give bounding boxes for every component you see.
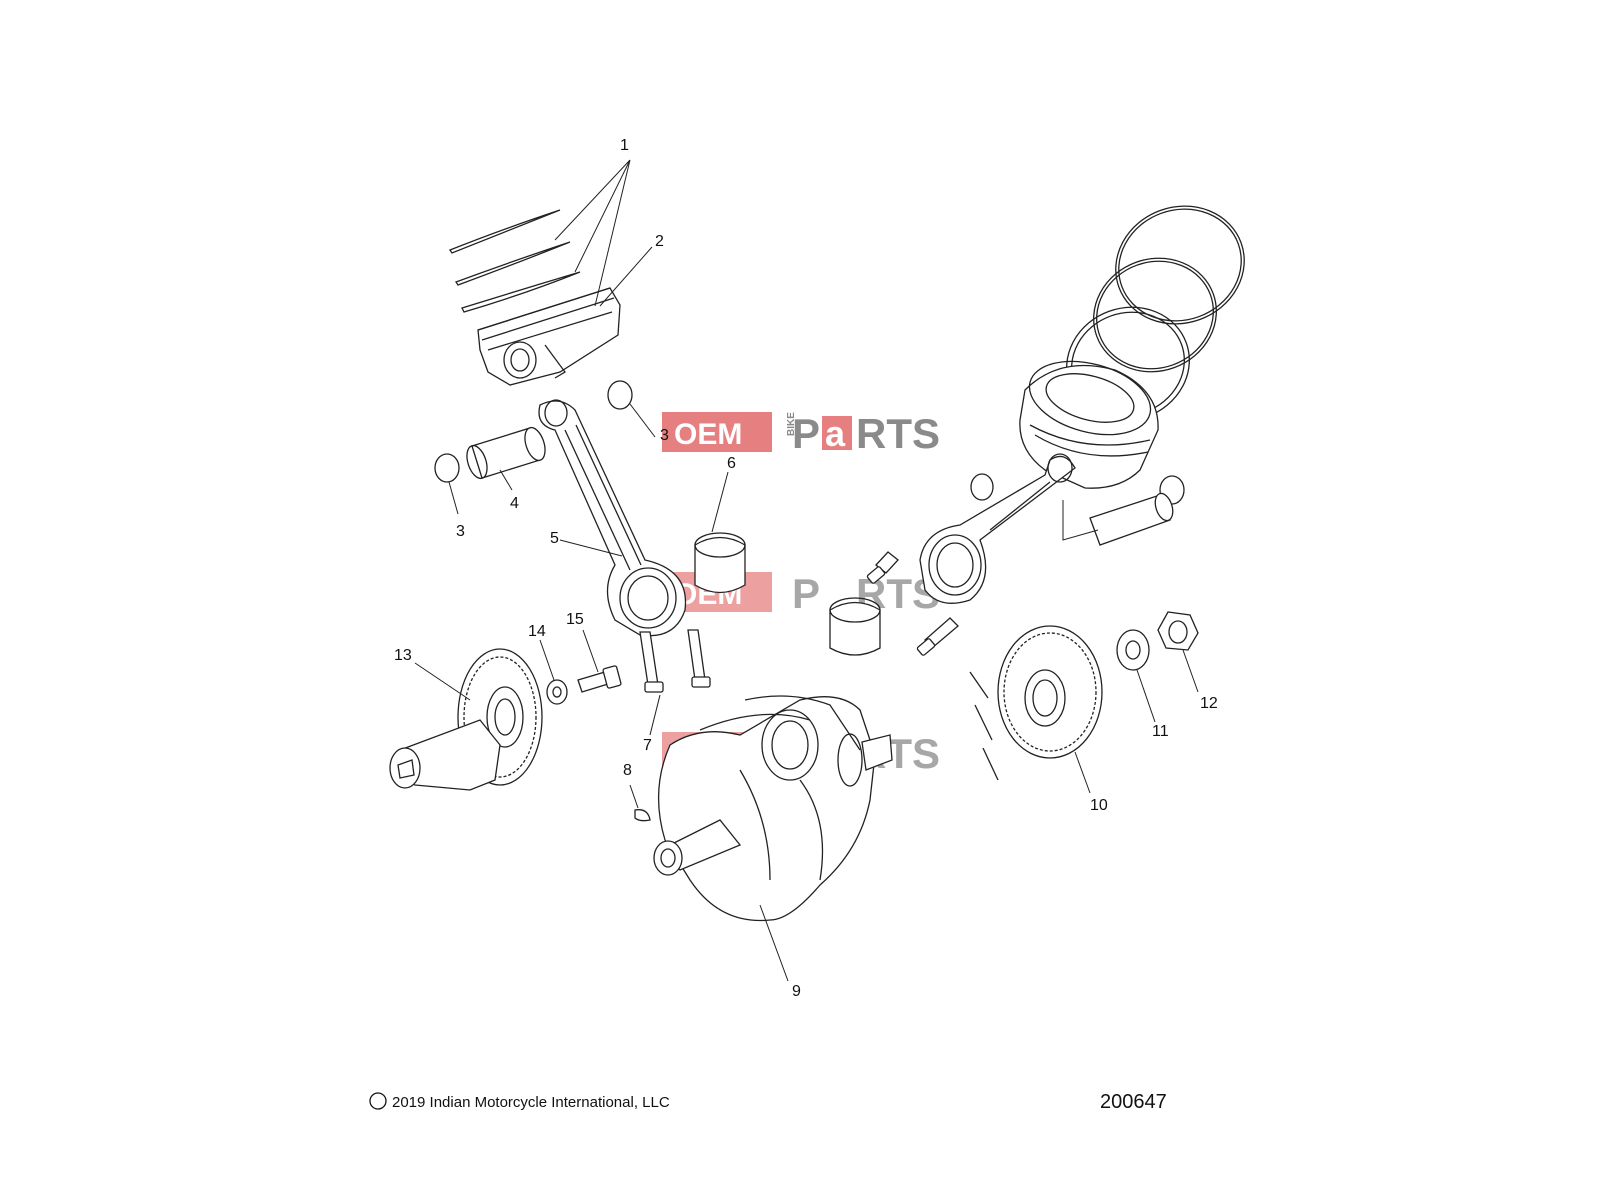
callout-6: 6 [727,455,736,472]
rod-bolt-right-b [916,617,959,656]
wrist-pin-left [466,426,546,480]
copyright-text: 2019 Indian Motorcycle International, LL… [392,1094,670,1111]
rod-bearing-left [694,532,746,594]
callout-3: 3 [456,523,465,540]
nut-12 [1157,611,1199,651]
circlip-left-top [607,380,633,410]
callout-12: 12 [1200,695,1218,712]
circlip-left-bottom [434,453,460,483]
primary-gear-10 [969,625,1103,781]
washer-14 [546,679,568,705]
circlip-right-a [970,473,994,501]
callout-11: 11 [1152,723,1169,740]
bolt-15 [577,665,622,693]
connecting-rod-left [538,399,687,637]
callout-9: 9 [792,983,801,1000]
piston-left [477,287,621,386]
washer-11 [1116,629,1150,671]
watermark-parts-a: a [825,413,846,454]
rod-bolt-left-a [639,631,664,693]
diagram-number: 200647 [1100,1091,1167,1113]
rod-bearing-right [829,597,881,656]
watermark-parts-p: P [792,570,820,617]
callout-3: 3 [660,427,669,444]
footer: © 2019 Indian Motorcycle International, … [369,1091,1167,1113]
wrist-pin-right [1089,492,1174,546]
watermark-parts-p: P [792,410,820,457]
callout-15: 15 [566,611,584,628]
callout-2: 2 [655,233,664,250]
rod-bolt-left-b [687,629,711,688]
callout-7: 7 [643,737,652,754]
callout-10: 10 [1090,797,1108,814]
watermark-oem-text: OEM [674,418,742,451]
callout-13: 13 [394,647,412,664]
woodruff-key [634,809,651,822]
crank-shaft-left-end [389,719,501,791]
leader-lines [414,159,1199,982]
piston-rings-left [449,209,581,313]
callout-labels: 1 2 3 3 4 5 6 7 8 9 10 11 12 13 14 15 [394,137,1218,1000]
callout-1: 1 [620,137,629,154]
crankshaft [653,695,893,922]
callout-4: 4 [510,495,519,512]
watermark-parts-rest: RTS [856,410,940,457]
copyright-icon [369,1092,387,1110]
watermark-top: OEM BIKE P a RTS [662,410,940,457]
callout-5: 5 [550,530,559,547]
connecting-rod-right [919,453,1076,604]
rod-bolt-right-a [866,551,899,584]
callout-8: 8 [623,762,632,779]
watermark-bike-text: BIKE [786,412,797,436]
callout-14: 14 [528,623,546,640]
